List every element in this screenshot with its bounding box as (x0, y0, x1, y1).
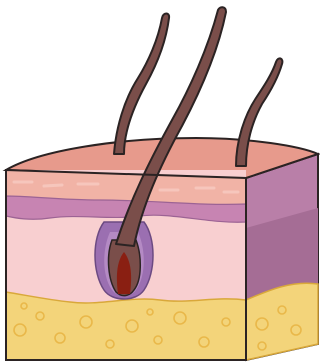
hair-shaft-left (114, 14, 169, 155)
